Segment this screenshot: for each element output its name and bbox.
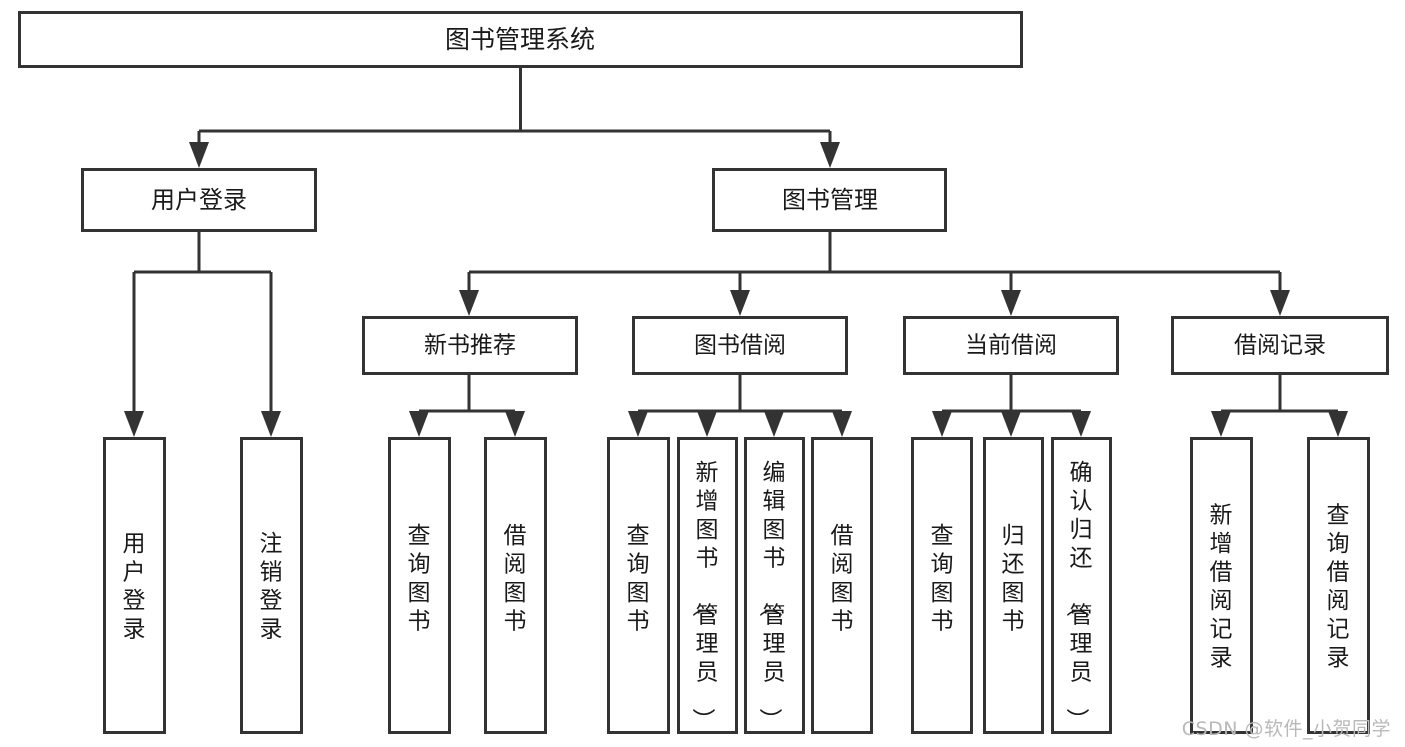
arrow-to-leaf-add-book [697, 411, 717, 437]
node-borrow-record[interactable]: 借阅记录 [1171, 316, 1389, 375]
node-leaf-return-book-label: 归还图书 [1002, 523, 1025, 635]
arrow-to-current-borrow [1001, 290, 1021, 316]
arrow-to-book-manage [820, 142, 840, 168]
arrow-to-leaf-confirm-return [1071, 411, 1091, 437]
node-user-login-label: 用户登录 [151, 186, 247, 214]
node-leaf-borrow-book-2[interactable]: 借阅图书 [811, 437, 873, 734]
arrow-to-leaf-query-book-2 [628, 411, 648, 437]
node-leaf-query-book-3-box[interactable] [911, 437, 973, 734]
node-leaf-edit-book-box[interactable] [744, 437, 805, 734]
arrow-to-leaf-return-book [1001, 411, 1021, 437]
arrow-to-new-book-rec [459, 290, 479, 316]
arrow-to-book-borrow [730, 290, 750, 316]
node-leaf-user-login-box[interactable] [103, 437, 166, 734]
node-book-borrow-label: 图书借阅 [694, 333, 786, 359]
node-leaf-return-book-box[interactable] [983, 437, 1044, 734]
node-leaf-borrow-book-2-box[interactable] [811, 437, 873, 734]
node-leaf-borrow-book-1-box[interactable] [484, 437, 547, 734]
node-leaf-add-book-box[interactable] [677, 437, 738, 734]
leaf-nodes-layer: 用户登录 注销登录 查询图书 借阅图书 查询图书 新增图书（管理员） [103, 437, 1370, 734]
node-book-manage-box[interactable] [712, 168, 947, 232]
arrow-to-leaf-logout [261, 411, 281, 437]
node-leaf-add-book-label: 新增图书（管理员） [690, 460, 719, 731]
node-book-borrow[interactable]: 图书借阅 [632, 316, 848, 375]
node-leaf-borrow-book-2-label: 借阅图书 [831, 523, 854, 635]
node-leaf-confirm-return[interactable]: 确认归还（管理员） [1051, 437, 1112, 734]
node-leaf-query-book-3[interactable]: 查询图书 [911, 437, 973, 734]
arrow-to-leaf-edit-book [764, 411, 784, 437]
connector-newbookrec-to-leaves [417, 375, 517, 419]
connector-root-to-level2 [197, 68, 832, 150]
node-book-manage-label: 图书管理 [782, 186, 878, 214]
arrow-to-leaf-add-record [1211, 411, 1231, 437]
node-leaf-user-login-label: 用户登录 [123, 531, 146, 643]
connector-layer [124, 68, 1348, 437]
arrow-to-leaf-borrow-book-2 [832, 411, 852, 437]
node-leaf-query-record-label: 查询借阅记录 [1327, 503, 1350, 672]
node-leaf-user-login[interactable]: 用户登录 [103, 437, 166, 734]
arrow-to-leaf-borrow-book-1 [505, 411, 525, 437]
arrow-to-user-login [189, 142, 209, 168]
node-leaf-query-book-2[interactable]: 查询图书 [607, 437, 670, 734]
node-new-book-rec-box[interactable] [362, 316, 578, 375]
node-book-borrow-box[interactable] [632, 316, 848, 375]
node-leaf-borrow-book-1-label: 借阅图书 [504, 523, 527, 635]
node-leaf-query-book-3-label: 查询图书 [931, 523, 954, 635]
connector-borrowrecord-to-leaves [1219, 375, 1340, 419]
node-current-borrow[interactable]: 当前借阅 [903, 316, 1119, 375]
node-leaf-edit-book-label: 编辑图书（管理员） [757, 460, 786, 731]
node-leaf-query-record-box[interactable] [1307, 437, 1370, 734]
node-leaf-query-record[interactable]: 查询借阅记录 [1307, 437, 1370, 734]
node-leaf-add-book[interactable]: 新增图书（管理员） [677, 437, 738, 734]
node-leaf-query-book-2-label: 查询图书 [627, 523, 650, 635]
node-leaf-logout-label: 注销登录 [260, 531, 283, 643]
node-leaf-add-record-box[interactable] [1190, 437, 1253, 734]
node-leaf-logout-box[interactable] [240, 437, 303, 734]
node-book-manage[interactable]: 图书管理 [712, 168, 947, 232]
node-new-book-rec-label: 新书推荐 [424, 333, 516, 359]
node-leaf-logout[interactable]: 注销登录 [240, 437, 303, 734]
node-leaf-borrow-book-1[interactable]: 借阅图书 [484, 437, 547, 734]
node-root[interactable]: 图书管理系统 [18, 11, 1023, 68]
node-leaf-query-book-1-label: 查询图书 [408, 523, 431, 635]
connector-bookborrow-to-leaves [636, 375, 844, 419]
connector-bookmanage-to-level3 [467, 232, 1282, 298]
node-leaf-edit-book[interactable]: 编辑图书（管理员） [744, 437, 805, 734]
arrow-to-borrow-record [1270, 290, 1290, 316]
arrow-to-leaf-user-login [124, 411, 144, 437]
node-borrow-record-box[interactable] [1171, 316, 1389, 375]
node-root-box[interactable] [18, 11, 1023, 68]
node-leaf-add-record[interactable]: 新增借阅记录 [1190, 437, 1253, 734]
node-borrow-record-label: 借阅记录 [1234, 333, 1326, 359]
connector-userlogin-to-leaves [132, 232, 273, 419]
arrow-to-leaf-query-book-1 [409, 411, 429, 437]
node-leaf-confirm-return-box[interactable] [1051, 437, 1112, 734]
node-leaf-query-book-2-box[interactable] [607, 437, 670, 734]
arrow-to-leaf-query-record [1328, 411, 1348, 437]
node-current-borrow-box[interactable] [903, 316, 1119, 375]
node-user-login-box[interactable] [81, 168, 317, 232]
node-leaf-query-book-1[interactable]: 查询图书 [388, 437, 451, 734]
node-leaf-add-record-label: 新增借阅记录 [1210, 503, 1233, 672]
node-new-book-rec[interactable]: 新书推荐 [362, 316, 578, 375]
node-root-label: 图书管理系统 [445, 25, 595, 54]
node-leaf-query-book-1-box[interactable] [388, 437, 451, 734]
arrow-to-leaf-query-book-3 [932, 411, 952, 437]
node-leaf-return-book[interactable]: 归还图书 [983, 437, 1044, 734]
node-user-login[interactable]: 用户登录 [81, 168, 317, 232]
node-current-borrow-label: 当前借阅 [965, 333, 1057, 359]
node-leaf-confirm-return-label: 确认归还（管理员） [1064, 460, 1093, 731]
